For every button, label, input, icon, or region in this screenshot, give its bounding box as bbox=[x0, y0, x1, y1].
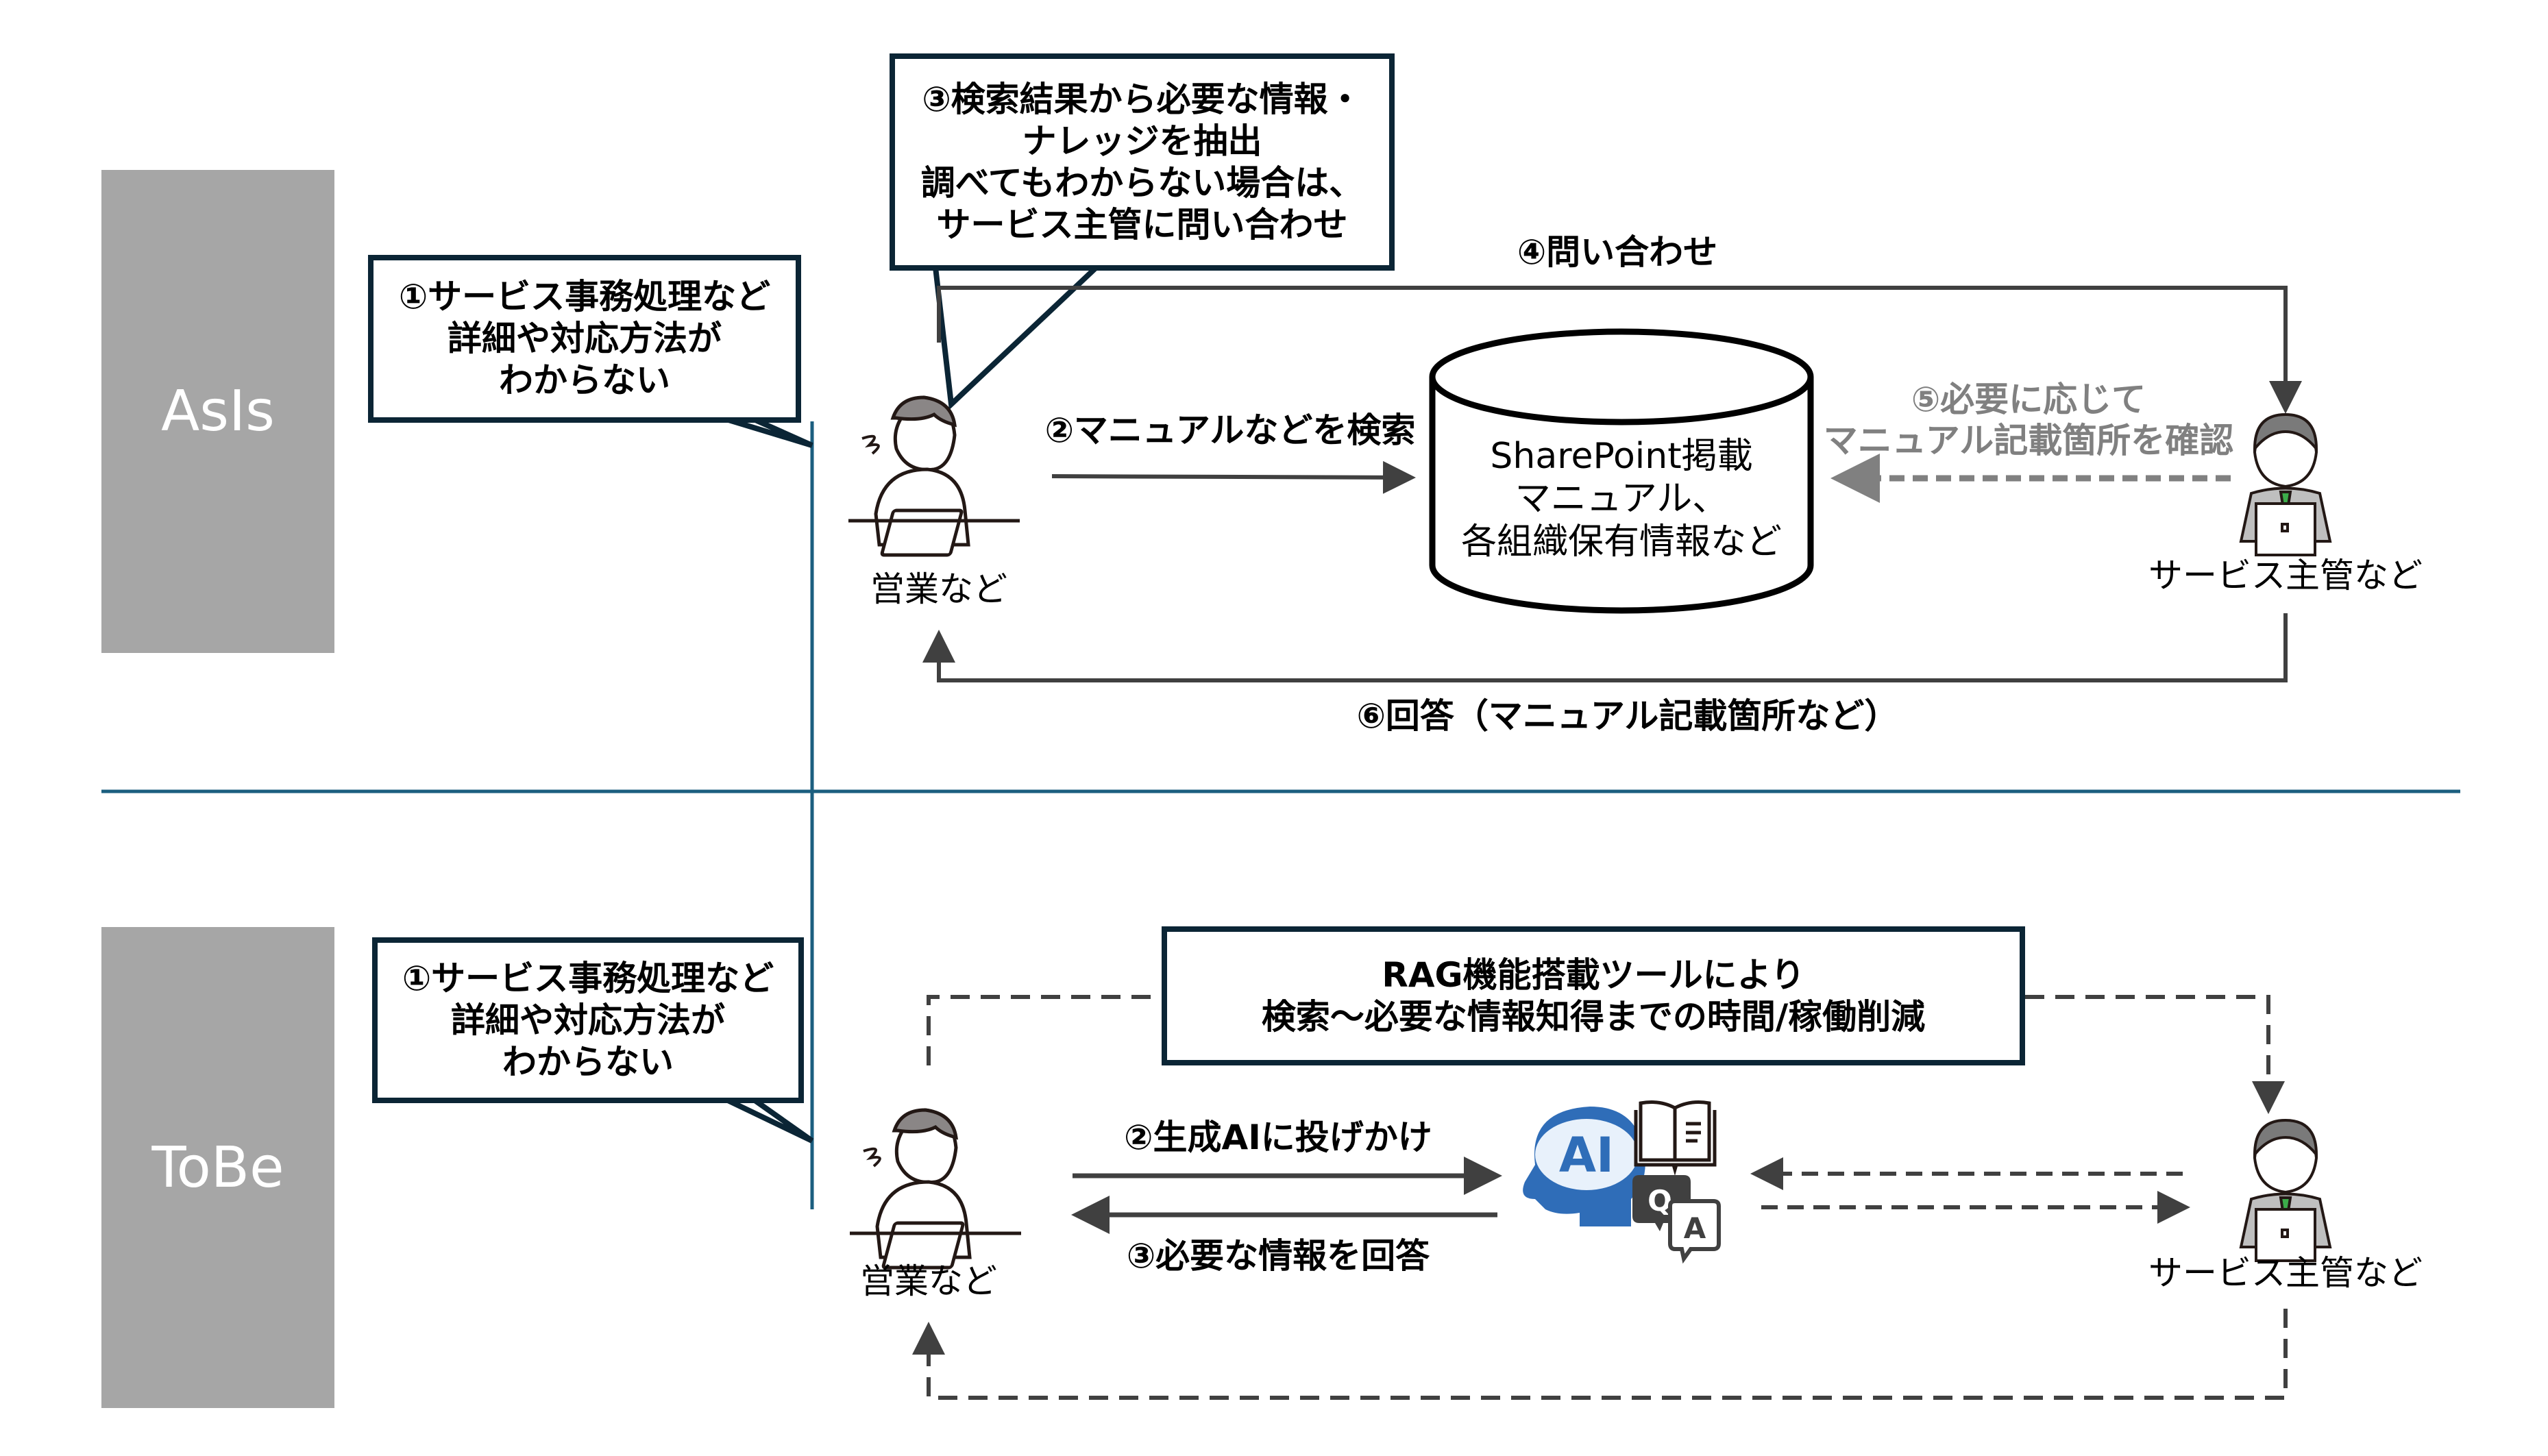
callout-step-3-asis-text: ③検索結果から必要な情報・ ナレッジを抽出 調べてもわからない場合は、 サービス… bbox=[920, 79, 1364, 245]
database-label: SharePoint掲載 マニュアル、 各組織保有情報など bbox=[1460, 436, 1782, 563]
step-2-label-tobe: ②生成AIに投げかけ bbox=[1124, 1118, 1432, 1157]
step-4-label-asis: ④問い合わせ bbox=[1517, 232, 1718, 272]
service-owner-icon-asis bbox=[2239, 412, 2332, 556]
callout-step-1-asis: ①サービス事務処理など 詳細や対応方法が わからない bbox=[368, 255, 801, 423]
qa-icon: Q A bbox=[1632, 1175, 1721, 1264]
tobe-phase-label: ToBe bbox=[101, 927, 334, 1408]
step-5-label-asis: ⑤必要に応じて マニュアル記載箇所を確認 bbox=[1823, 380, 2234, 460]
callout-1-tobe-tail bbox=[725, 1097, 814, 1144]
arrow-step-2 bbox=[1051, 460, 1416, 494]
actor-sales-asis: 営業など bbox=[870, 569, 1007, 609]
actor-sales-tobe: 営業など bbox=[860, 1261, 997, 1301]
ai-brain-icon: AI bbox=[1523, 1107, 1645, 1226]
rag-dashed-top bbox=[927, 995, 1162, 1065]
service-owner-icon-tobe bbox=[2239, 1118, 2332, 1262]
tobe-phase-text: ToBe bbox=[151, 1135, 284, 1200]
qa-q-text: Q bbox=[1647, 1184, 1672, 1218]
step-3-label-tobe: ③必要な情報を回答 bbox=[1126, 1236, 1430, 1276]
sales-person-icon-asis bbox=[848, 395, 1020, 557]
database-cylinder bbox=[1429, 328, 1814, 614]
rag-dashed-bottom bbox=[912, 1309, 2288, 1400]
qa-a-text: A bbox=[1684, 1211, 1706, 1245]
actor-owner-asis: サービス主管など bbox=[2148, 556, 2423, 595]
ai-icon-text: AI bbox=[1559, 1127, 1614, 1183]
callout-step-3-asis: ③検索結果から必要な情報・ ナレッジを抽出 調べてもわからない場合は、 サービス… bbox=[890, 53, 1395, 271]
step-2-label-asis: ②マニュアルなどを検索 bbox=[1044, 410, 1416, 450]
callout-step-1-tobe: ①サービス事務処理など 詳細や対応方法が わからない bbox=[372, 937, 804, 1103]
rag-benefit-text: RAG機能搭載ツールにより 検索～必要な情報知得までの時間/稼働削減 bbox=[1261, 954, 1926, 1037]
sales-person-icon-tobe bbox=[850, 1108, 1021, 1270]
callout-step-1-asis-text: ①サービス事務処理など 詳細や対応方法が わからない bbox=[398, 277, 771, 400]
rag-dashed-top-right bbox=[2025, 995, 2285, 1114]
arrow-step-4 bbox=[937, 286, 2302, 414]
step-6-label-asis: ⑥回答（マニュアル記載箇所など） bbox=[1356, 696, 1899, 736]
asis-phase-label: AsIs bbox=[101, 170, 334, 653]
callout-1-tail bbox=[725, 417, 813, 448]
rag-benefit-box: RAG機能搭載ツールにより 検索～必要な情報知得までの時間/稼働削減 bbox=[1162, 926, 2025, 1065]
asis-phase-text: AsIs bbox=[161, 379, 275, 444]
arrow-step-6 bbox=[922, 613, 2288, 682]
actor-owner-tobe: サービス主管など bbox=[2148, 1253, 2423, 1293]
book-icon bbox=[1634, 1100, 1717, 1176]
callout-step-1-tobe-text: ①サービス事務処理など 詳細や対応方法が わからない bbox=[402, 958, 774, 1082]
